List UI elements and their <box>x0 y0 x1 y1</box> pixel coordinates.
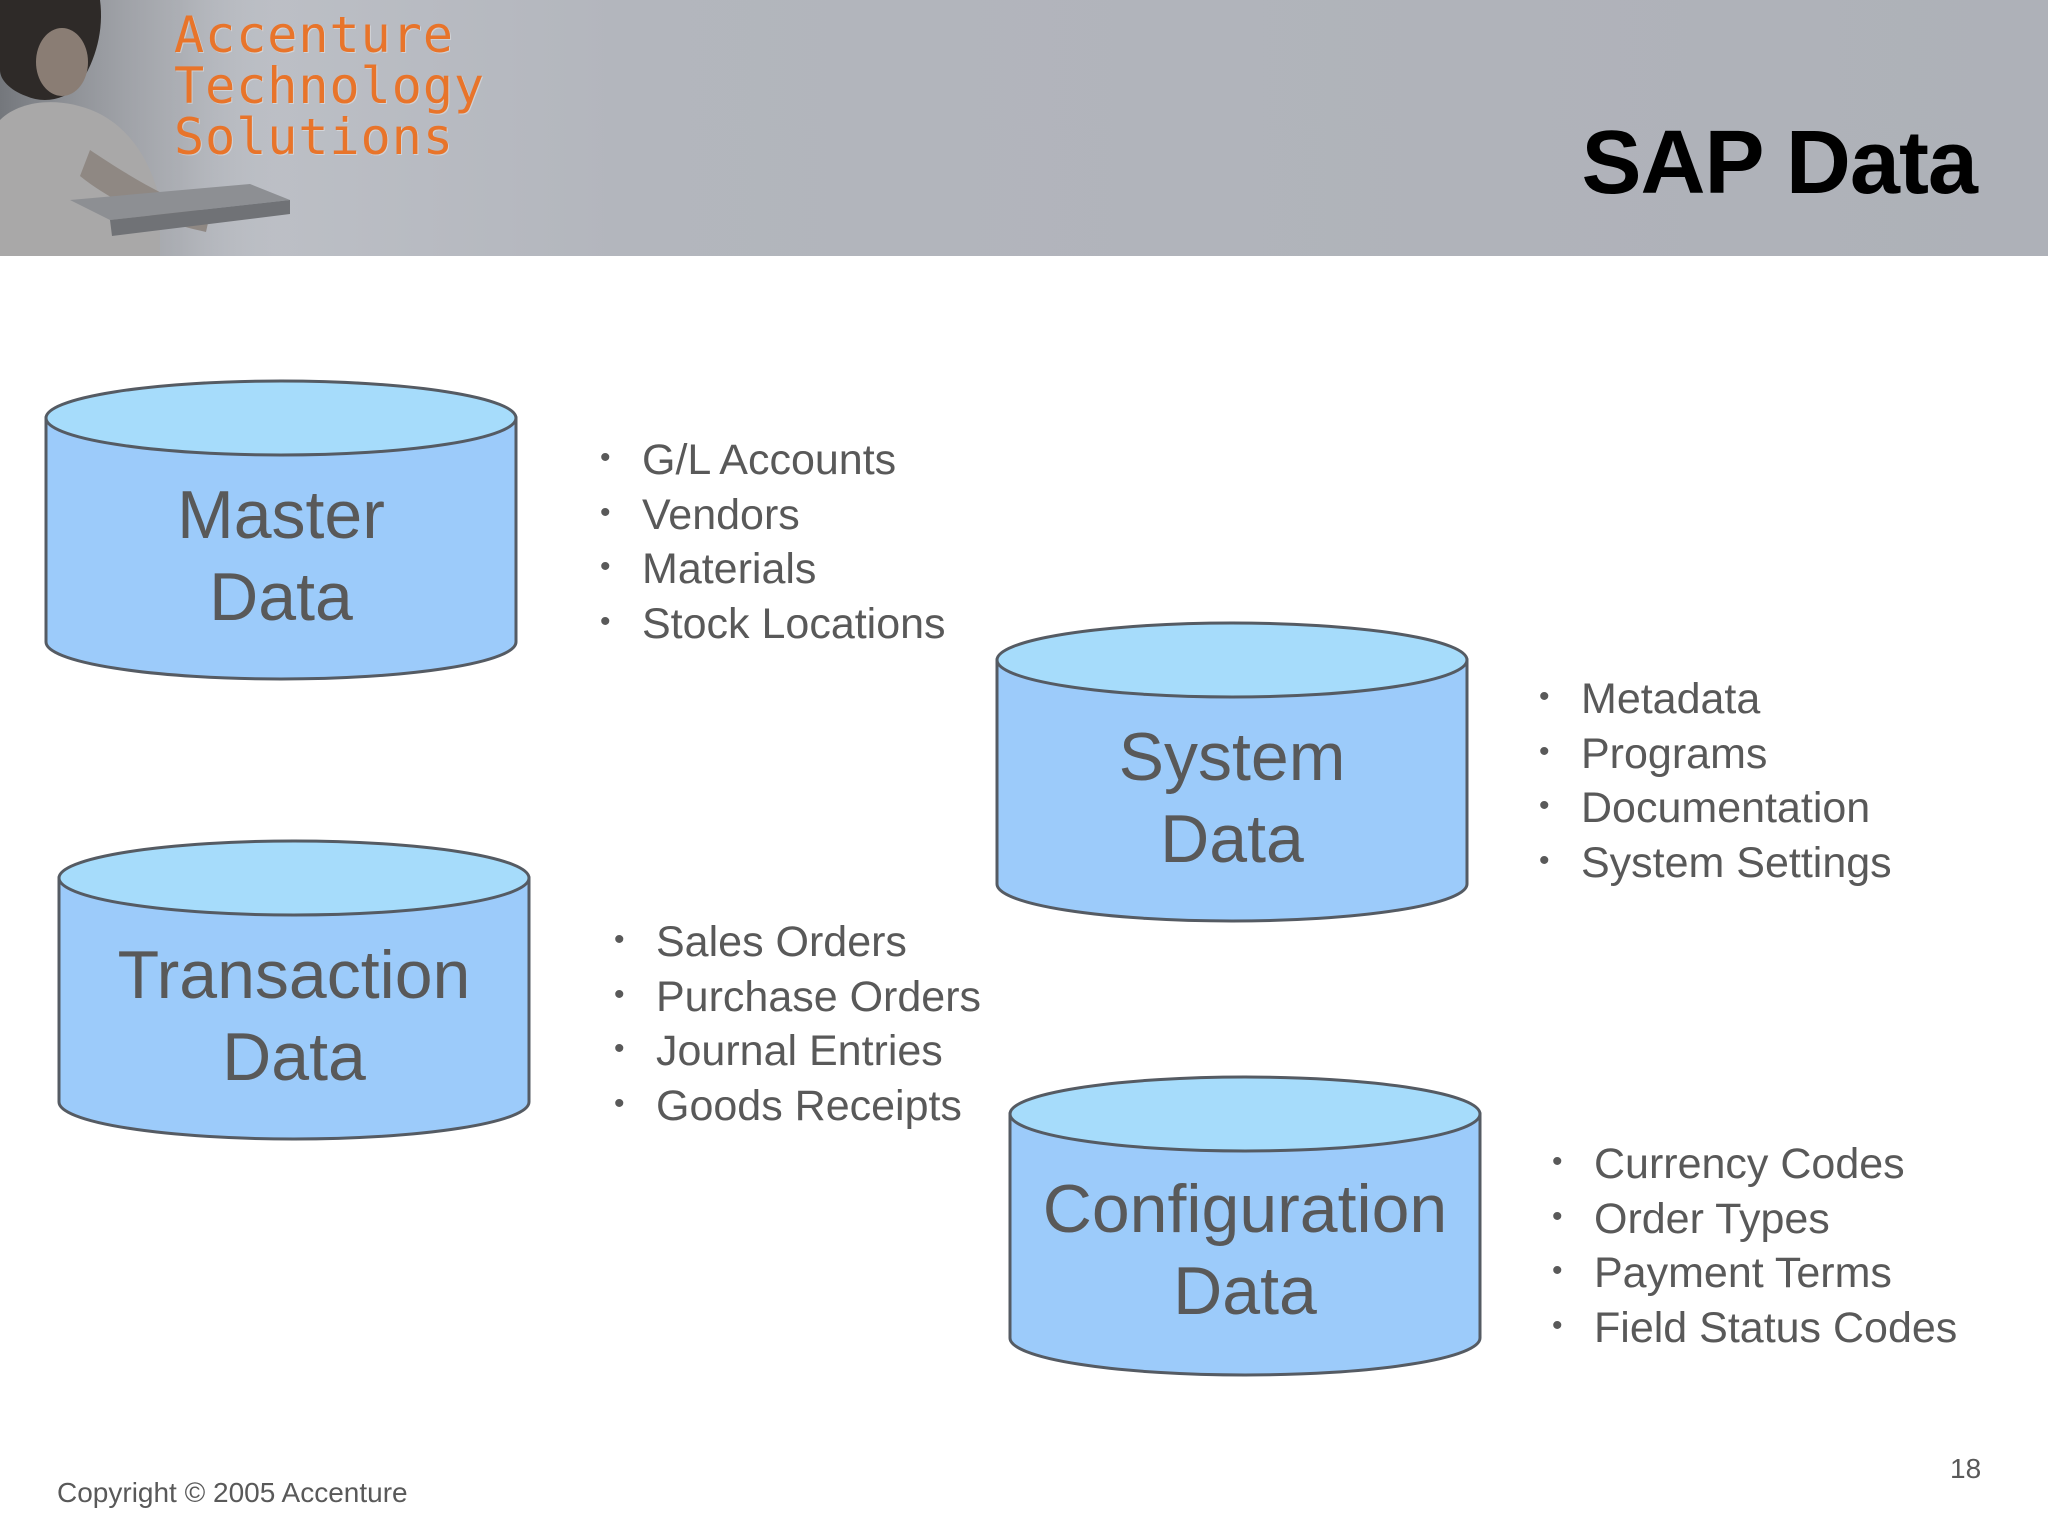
configuration-data-cylinder <box>1008 1075 1482 1377</box>
list-item: Goods Receipts <box>614 1077 981 1134</box>
list-item: Programs <box>1539 725 1892 782</box>
list-item: G/L Accounts <box>600 431 946 488</box>
system-data-label: System Data <box>997 716 1467 880</box>
person-with-laptop-photo <box>0 0 300 256</box>
list-item: System Settings <box>1539 834 1892 891</box>
slide-title: SAP Data <box>1581 113 1978 213</box>
transaction-data-examples-list: Sales Orders Purchase Orders Journal Ent… <box>614 913 981 1134</box>
list-item: Purchase Orders <box>614 968 981 1025</box>
list-item: Order Types <box>1552 1190 1957 1247</box>
system-data-cylinder-body <box>995 658 1469 923</box>
system-data-cylinder-top <box>995 621 1469 699</box>
configuration-data-label: Configuration Data <box>1010 1168 1480 1332</box>
configuration-data-cylinder-body <box>1008 1112 1482 1377</box>
list-item: Payment Terms <box>1552 1244 1957 1301</box>
header-banner: Accenture Technology Solutions SAP Data <box>0 0 2048 256</box>
configuration-data-label-line2: Data <box>1173 1253 1317 1329</box>
system-data-label-line2: Data <box>1160 801 1304 877</box>
page-number: 18 <box>1950 1453 1982 1484</box>
configuration-data-examples-list: Currency Codes Order Types Payment Terms… <box>1552 1135 1957 1356</box>
list-item: Field Status Codes <box>1552 1299 1957 1356</box>
list-item: Sales Orders <box>614 913 981 970</box>
system-data-label-line1: System <box>1118 719 1346 795</box>
logo-line-accenture: Accenture <box>174 6 454 64</box>
transaction-data-cylinder-top <box>57 839 531 917</box>
list-item: Currency Codes <box>1552 1135 1957 1192</box>
master-data-label-line2: Data <box>209 559 353 635</box>
master-data-label-line1: Master <box>177 477 385 553</box>
transaction-data-label-line1: Transaction <box>117 937 471 1013</box>
system-data-cylinder <box>995 621 1469 923</box>
configuration-data-label-line1: Configuration <box>1042 1171 1448 1247</box>
master-data-cylinder <box>44 379 518 681</box>
logo-line-solutions: Solutions <box>174 108 454 166</box>
transaction-data-cylinder-body <box>57 876 531 1141</box>
transaction-data-label: Transaction Data <box>59 934 529 1098</box>
list-item: Metadata <box>1539 670 1892 727</box>
list-item: Vendors <box>600 486 946 543</box>
master-data-label: Master Data <box>46 474 516 638</box>
transaction-data-label-line2: Data <box>222 1019 366 1095</box>
copyright-notice: Copyright © 2005 Accenture <box>57 1477 408 1508</box>
configuration-data-cylinder-top <box>1008 1075 1482 1153</box>
master-data-examples-list: G/L Accounts Vendors Materials Stock Loc… <box>600 431 946 652</box>
system-data-examples-list: Metadata Programs Documentation System S… <box>1539 670 1892 891</box>
list-item: Documentation <box>1539 779 1892 836</box>
list-item: Stock Locations <box>600 595 946 652</box>
master-data-cylinder-body <box>44 416 518 681</box>
transaction-data-cylinder <box>57 839 531 1141</box>
logo-line-technology: Technology <box>174 57 486 115</box>
master-data-cylinder-top <box>44 379 518 457</box>
accenture-technology-solutions-logo: Accenture Technology Solutions <box>174 10 485 163</box>
list-item: Materials <box>600 540 946 597</box>
list-item: Journal Entries <box>614 1022 981 1079</box>
